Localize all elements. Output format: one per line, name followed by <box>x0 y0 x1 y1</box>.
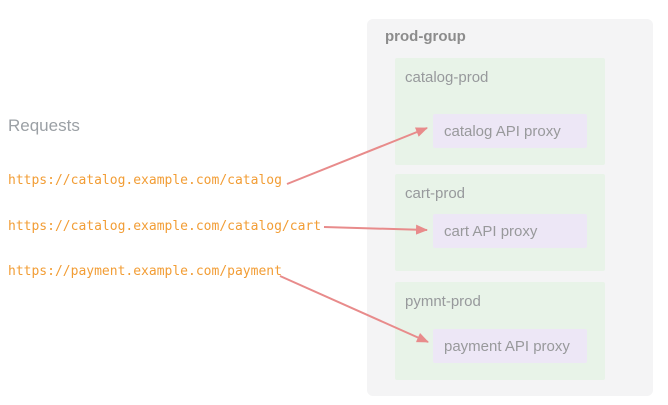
environment-box-pymnt-prod: pymnt-prod payment API proxy <box>395 282 605 380</box>
requests-title: Requests <box>8 116 80 135</box>
api-proxy-box-payment: payment API proxy <box>433 329 587 363</box>
api-proxy-box-catalog: catalog API proxy <box>433 114 587 148</box>
environment-name: catalog-prod <box>405 69 489 86</box>
environment-box-cart-prod: cart-prod cart API proxy <box>395 174 605 271</box>
environment-group-box: prod-group catalog-prod catalog API prox… <box>367 19 653 396</box>
request-url-payment: https://payment.example.com/payment <box>8 264 282 279</box>
environment-group-name: prod-group <box>385 28 466 45</box>
environment-name: pymnt-prod <box>405 293 481 310</box>
environment-name: cart-prod <box>405 185 466 202</box>
request-url-catalog-cart: https://catalog.example.com/catalog/cart <box>8 219 322 234</box>
request-url-catalog: https://catalog.example.com/catalog <box>8 173 282 188</box>
environment-box-catalog-prod: catalog-prod catalog API proxy <box>395 58 605 165</box>
api-proxy-box-cart: cart API proxy <box>433 214 587 248</box>
